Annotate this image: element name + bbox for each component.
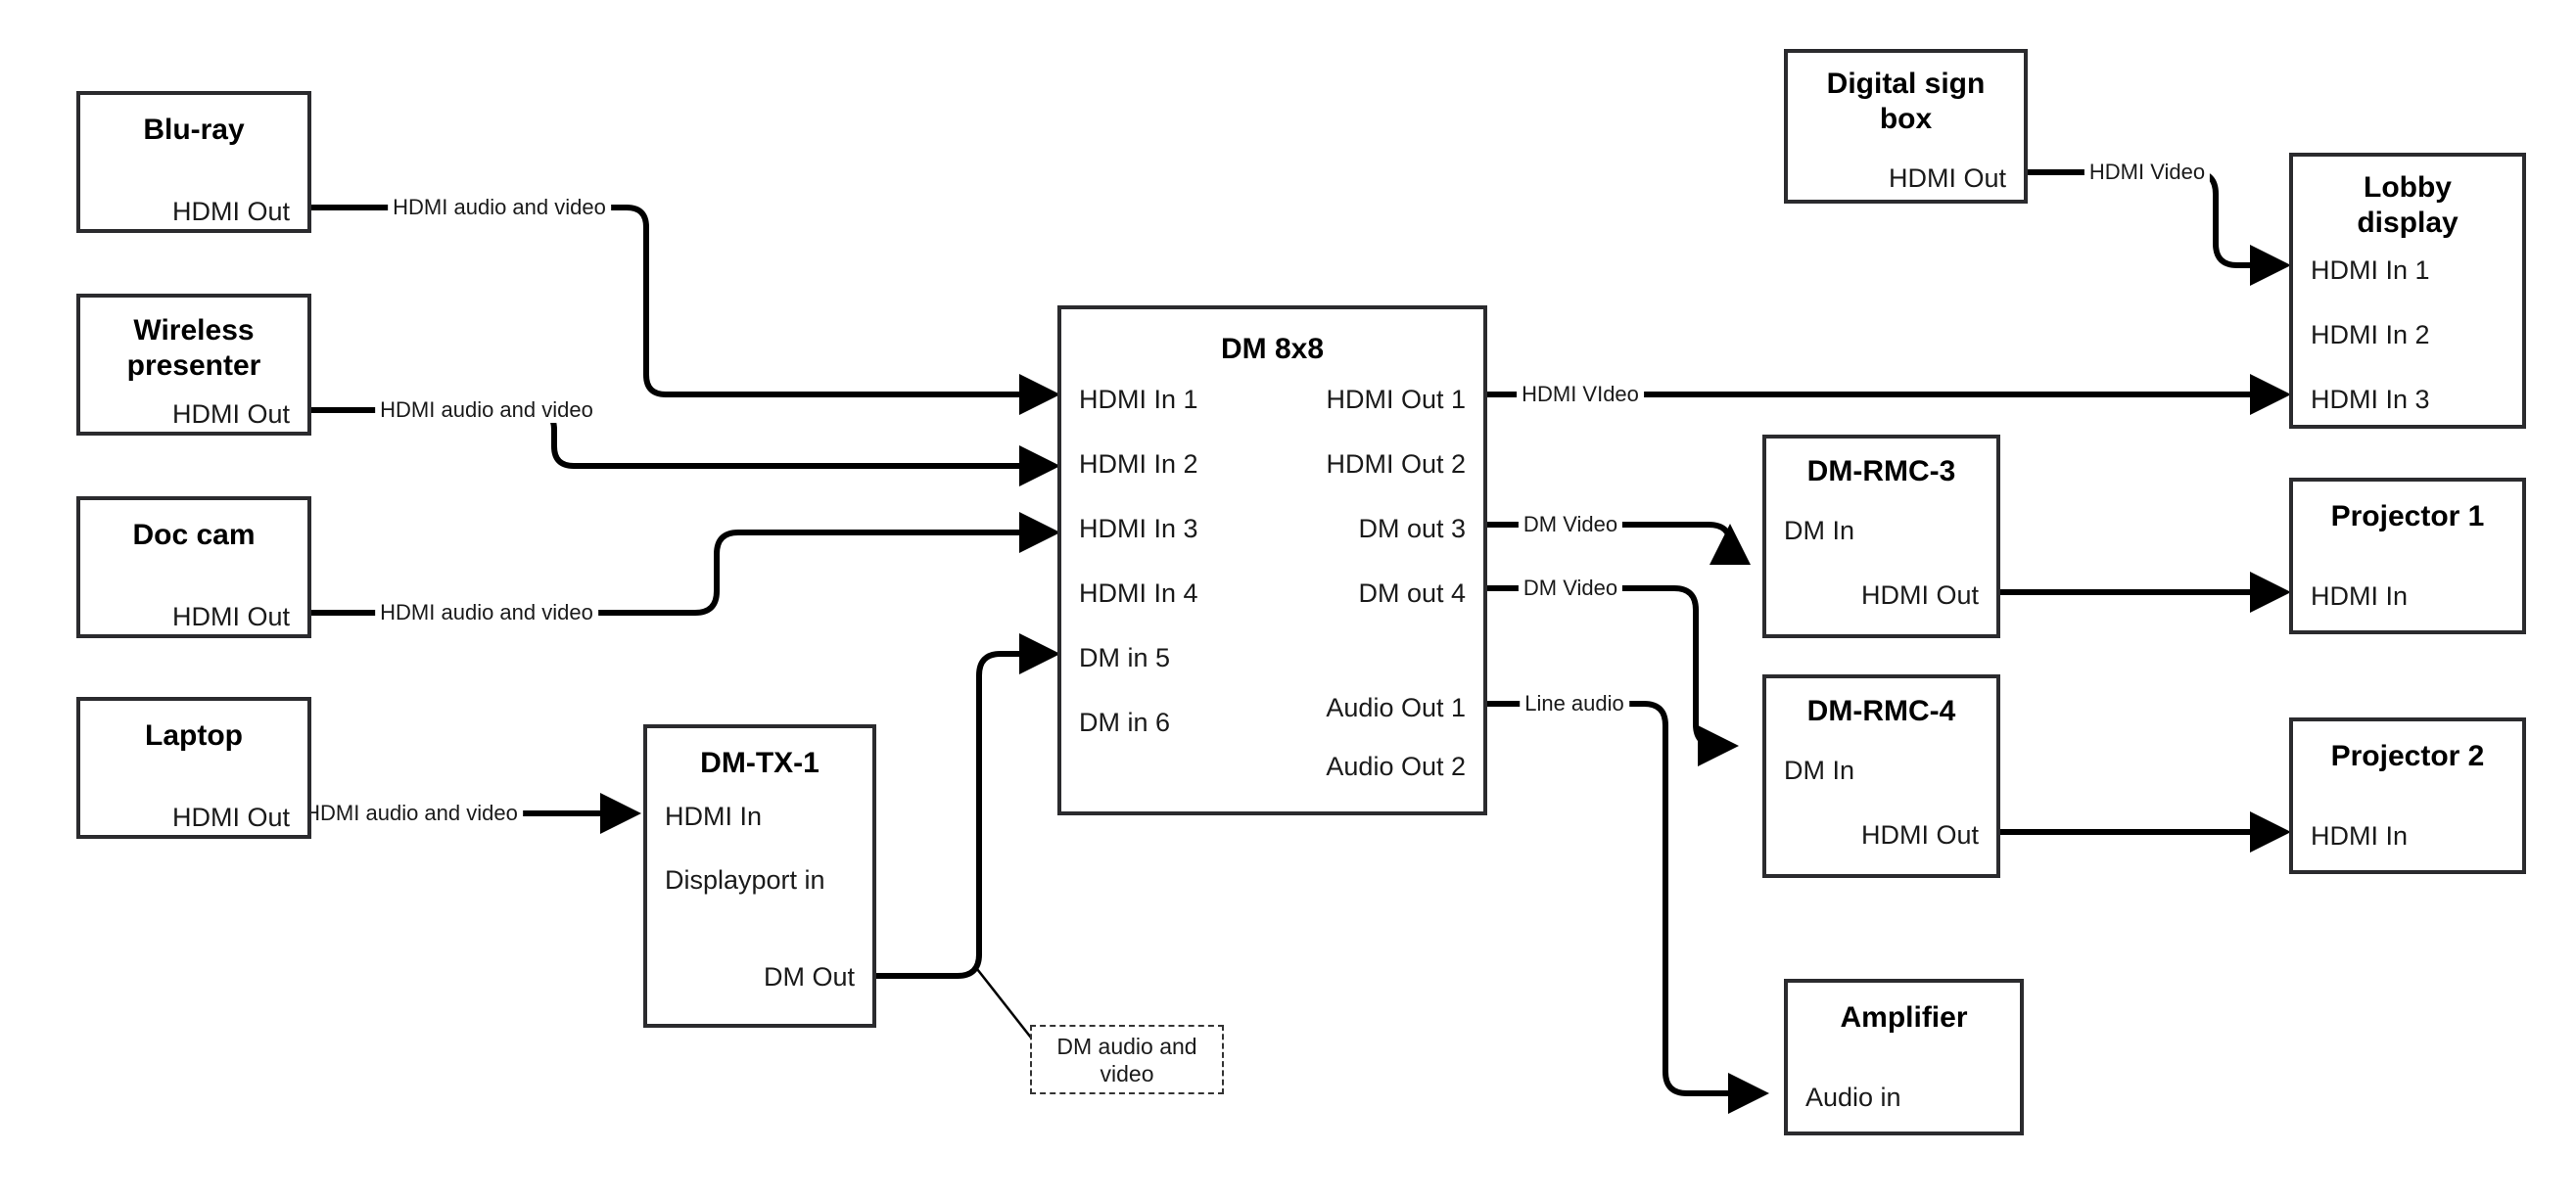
node-bluray-title: Blu-ray — [143, 114, 245, 146]
node-lobby-display-input-hdmi-in-3: HDMI In 3 — [2311, 385, 2430, 414]
node-projector-2-title: Projector 2 — [2330, 740, 2485, 772]
node-dm-8x8-input-hdmi-in-2: HDMI In 2 — [1079, 449, 1198, 479]
node-dm-rmc-4-port-dm-in: DM In — [1784, 756, 1855, 785]
node-dm-8x8-output-audio-out-1: Audio Out 1 — [1326, 693, 1466, 722]
node-projector-2-port-hdmi-in: HDMI In — [2311, 821, 2409, 851]
node-bluray-port-hdmi-out: HDMI Out — [171, 197, 290, 226]
wire-label-bluray: HDMI audio and video — [388, 195, 611, 220]
node-wireless-presenter-port-hdmi-out: HDMI Out — [171, 399, 290, 429]
wire-label-hdmi-out-1: HDMI VIdeo — [1517, 382, 1644, 407]
node-dm-rmc-3[interactable]: DM-RMC-3 DM In HDMI Out — [1762, 435, 2000, 638]
node-projector-1[interactable]: Projector 1 HDMI In — [2289, 478, 2526, 634]
node-dm-tx-1[interactable]: DM-TX-1 HDMI In Displayport in DM Out — [643, 724, 876, 1028]
node-dm-tx-1-port-hdmi-in: HDMI In — [665, 802, 763, 831]
wire-label-doccam: HDMI audio and video — [375, 600, 598, 625]
node-doc-cam-title: Doc cam — [132, 519, 256, 551]
wire-dm8x8-to-rmc4 — [1487, 585, 1739, 766]
node-lobby-display-input-hdmi-in-2: HDMI In 2 — [2311, 320, 2430, 349]
node-laptop-port-hdmi-out: HDMI Out — [171, 803, 290, 832]
node-dm-8x8[interactable]: DM 8x8 HDMI In 1 HDMI In 2 HDMI In 3 HDM… — [1057, 305, 1487, 815]
node-amplifier[interactable]: Amplifier Audio in — [1784, 979, 2024, 1135]
node-laptop-title: Laptop — [145, 719, 243, 752]
node-wireless-presenter[interactable]: Wireless presenter HDMI Out — [76, 294, 311, 436]
node-projector-2[interactable]: Projector 2 HDMI In — [2289, 717, 2526, 874]
node-projector-1-port-hdmi-in: HDMI In — [2311, 581, 2409, 611]
wire-wireless-to-dm8x8 — [189, 407, 1060, 486]
node-laptop[interactable]: Laptop HDMI Out — [76, 697, 311, 839]
node-dm-8x8-input-hdmi-in-1: HDMI In 1 — [1079, 385, 1198, 414]
wire-dmtx1-to-dm8x8 — [876, 633, 1060, 979]
node-dm-rmc-4-title: DM-RMC-4 — [1806, 695, 1956, 727]
wire-dm8x8-to-amplifier — [1487, 701, 1769, 1114]
node-lobby-display[interactable]: Lobby display HDMI In 1 HDMI In 2 HDMI I… — [2289, 153, 2526, 429]
node-dm-8x8-output-dm-out-3: DM out 3 — [1358, 514, 1466, 543]
node-projector-1-title: Projector 1 — [2330, 500, 2485, 532]
wire-label-wireless: HDMI audio and video — [375, 397, 598, 423]
wire-label-dm-out-3: DM Video — [1518, 512, 1623, 537]
node-doc-cam-port-hdmi-out: HDMI Out — [171, 602, 290, 631]
wire-label-dm-out-4: DM Video — [1518, 576, 1623, 601]
node-digital-sign-box[interactable]: Digital sign box HDMI Out — [1784, 49, 2028, 204]
wire-doccam-to-dm8x8 — [189, 512, 1060, 616]
node-dm-tx-1-port-dm-out: DM Out — [763, 962, 855, 992]
wire-label-audio-out-1: Line audio — [1520, 691, 1629, 716]
node-amplifier-title: Amplifier — [1840, 1001, 1968, 1034]
node-dm-8x8-input-dm-in-6: DM in 6 — [1079, 708, 1171, 737]
node-dm-8x8-input-hdmi-in-4: HDMI In 4 — [1079, 578, 1198, 608]
node-doc-cam[interactable]: Doc cam HDMI Out — [76, 496, 311, 638]
node-dm-tx-1-title: DM-TX-1 — [700, 747, 820, 779]
node-dm-8x8-output-hdmi-out-2: HDMI Out 2 — [1326, 449, 1466, 479]
node-dm-8x8-input-dm-in-5: DM in 5 — [1079, 643, 1171, 672]
node-dm-8x8-title: DM 8x8 — [1220, 333, 1325, 365]
node-dm-8x8-output-audio-out-2: Audio Out 2 — [1326, 752, 1466, 781]
node-dm-8x8-output-hdmi-out-1: HDMI Out 1 — [1326, 385, 1466, 414]
wire-label-laptop: HDMI audio and video — [300, 801, 523, 826]
node-lobby-display-title: Lobby display — [2357, 171, 2459, 239]
node-dm-rmc-3-title: DM-RMC-3 — [1806, 455, 1956, 487]
node-wireless-presenter-title: Wireless presenter — [126, 314, 261, 382]
node-digital-sign-box-port-hdmi-out: HDMI Out — [1888, 163, 2006, 193]
node-dm-rmc-4-port-hdmi-out: HDMI Out — [1860, 820, 1979, 850]
node-dm-8x8-input-hdmi-in-3: HDMI In 3 — [1079, 514, 1198, 543]
node-dm-rmc-3-port-dm-in: DM In — [1784, 516, 1855, 545]
node-dm-rmc-3-port-hdmi-out: HDMI Out — [1860, 580, 1979, 610]
node-amplifier-port-audio-in: Audio in — [1805, 1083, 1901, 1112]
node-bluray[interactable]: Blu-ray HDMI Out — [76, 91, 311, 233]
wire-label-digitalsign: HDMI Video — [2084, 160, 2211, 185]
note-dm-audio-and-video: DM audio and video — [1030, 1025, 1224, 1094]
leader-line-dm-av-note — [976, 968, 1039, 1047]
node-dm-tx-1-port-displayport-in: Displayport in — [665, 865, 825, 895]
wire-bluray-to-dm8x8 — [189, 205, 1060, 415]
node-digital-sign-box-title: Digital sign box — [1826, 68, 1986, 135]
node-dm-8x8-output-dm-out-4: DM out 4 — [1358, 578, 1466, 608]
node-lobby-display-input-hdmi-in-1: HDMI In 1 — [2311, 255, 2430, 285]
node-dm-rmc-4[interactable]: DM-RMC-4 DM In HDMI Out — [1762, 674, 2000, 878]
